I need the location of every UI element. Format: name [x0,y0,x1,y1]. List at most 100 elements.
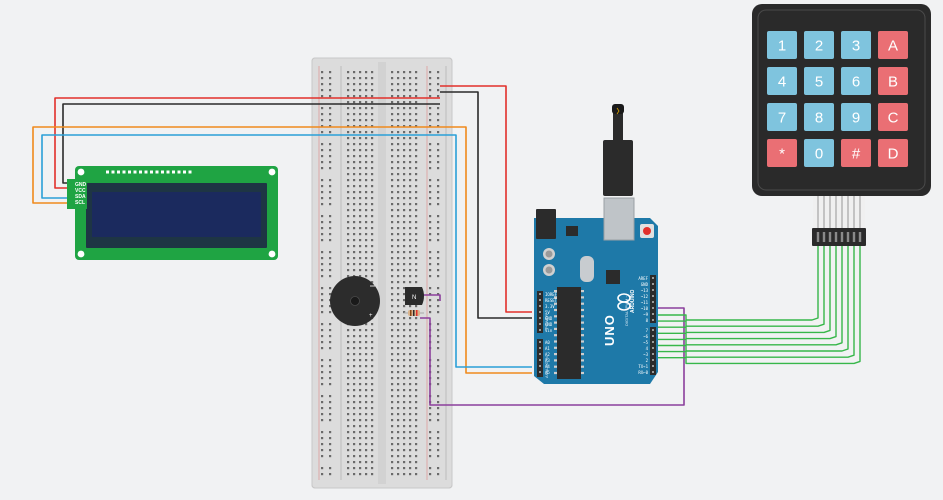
digital-pin-label-7: 8 [646,318,649,323]
keypad-key-*[interactable] [767,139,797,167]
keypad-key-label: * [779,146,785,163]
resistor[interactable] [404,310,424,316]
keypad-key-2[interactable] [804,31,834,59]
power-pin-label-5: GND [545,322,553,327]
digital-pin-label-6: ~9 [643,312,648,317]
analog-pin-label-0: A0 [545,340,550,345]
wire-green-1 [658,246,825,327]
keypad-key-label: C [888,110,899,127]
wires-green-keypad [658,246,861,365]
keypad-connector [812,228,866,246]
piezo-buzzer[interactable]: + [330,276,380,326]
keypad-key-#[interactable] [841,139,871,167]
breadboard-holes [321,71,440,476]
wire-green-2 [658,246,831,334]
power-pin-label-6: Vin [545,328,553,333]
analog-pin-label-2: A2 [545,352,550,357]
keypad-key-label: D [888,146,899,163]
digital-pin-label-b-0: 7 [646,328,649,333]
wire-green-7 [658,246,861,365]
wire-green-5 [658,246,849,352]
transistor-label: N [412,295,416,301]
keypad-key-5[interactable] [804,67,834,95]
keypad-key-D[interactable] [878,139,908,167]
keypad-key-label: 3 [852,38,860,55]
wire-green-0 [658,246,819,321]
analog-pin-label-5: A5 [545,370,550,375]
usb-port [603,197,635,241]
digital-header-low [650,327,656,375]
lcd-pin-vcc: VCC [75,188,86,194]
wire-red-arduino [440,85,532,313]
keypad-key-3[interactable] [841,31,871,59]
wire-orange [32,126,532,374]
atmega-chip [557,287,581,379]
digital-pin-label-4: ~11 [641,300,649,305]
wire-black-arduino [440,91,532,319]
keypad-key-label: 8 [815,110,823,127]
breadboard[interactable] [311,57,453,489]
keypad-key-8[interactable] [804,103,834,131]
power-pin-label-3: 5V [545,310,550,315]
keypad-key-B[interactable] [878,67,908,95]
analog-pin-label-4: A4 [545,364,550,369]
lcd-pin-gnd: GND [75,182,87,188]
keypad-key-1[interactable] [767,31,797,59]
usb-cable [603,140,633,196]
analog-pin-label-1: A1 [545,346,550,351]
keypad-key-label: 0 [815,146,823,163]
keypad-key-label: 2 [815,38,823,55]
power-jack [536,209,556,239]
npn-transistor[interactable]: N [405,287,424,305]
arduino-model: UNO [602,314,617,346]
digital-pin-label-b-4: ~3 [643,352,648,357]
arduino-brand: ARDUINO [630,290,636,313]
keypad-key-label: # [852,146,861,163]
wire-blue [41,134,532,368]
keypad-key-7[interactable] [767,103,797,131]
digital-pin-label-b-6: TX→1 [638,364,648,369]
keypad-key-C[interactable] [878,103,908,131]
keypad-key-label: 5 [815,74,823,91]
keypad-key-label: B [888,74,898,91]
analog-pin-label-3: A3 [545,358,550,363]
analog-header [537,339,543,377]
lcd-display[interactable]: GND VCC SDA SCL [67,166,278,260]
power-pin-label-4: GND [545,316,553,321]
wire-green-6 [658,246,855,358]
keypad-key-4[interactable] [767,67,797,95]
lcd-pin-sda: SDA [75,194,86,200]
wire-red-lcd [54,97,440,189]
keypad-key-A[interactable] [878,31,908,59]
power-pin-label-2: 3.3V [545,304,555,309]
wire-green-4 [658,246,843,346]
lcd-pin-scl: SCL [75,200,85,206]
keypad-key-label: 7 [778,110,786,127]
keypad-key-6[interactable] [841,67,871,95]
keypad-key-0[interactable] [804,139,834,167]
keypad-key-label: 1 [778,38,786,55]
power-pin-label-0: IOREF [545,292,558,297]
keypad-key-label: 6 [852,74,860,91]
lcd-screen [92,192,261,237]
keypad-key-label: A [888,38,898,55]
digital-pin-label-b-7: RX←0 [638,370,648,375]
analog-label: ANALOG IN [544,356,549,378]
digital-pin-label-5: ~10 [641,306,649,311]
keypad-key-9[interactable] [841,103,871,131]
digital-header-high [650,275,656,323]
wire-green-3 [658,246,837,340]
digital-pin-label-b-1: ~6 [643,334,648,339]
keypad-key-label: 4 [778,74,786,91]
digital-pin-label-b-5: 2 [646,358,649,363]
wire-purple [420,307,685,406]
digital-pin-label-3: ~12 [641,294,649,299]
buzzer-plus: + [369,313,373,319]
